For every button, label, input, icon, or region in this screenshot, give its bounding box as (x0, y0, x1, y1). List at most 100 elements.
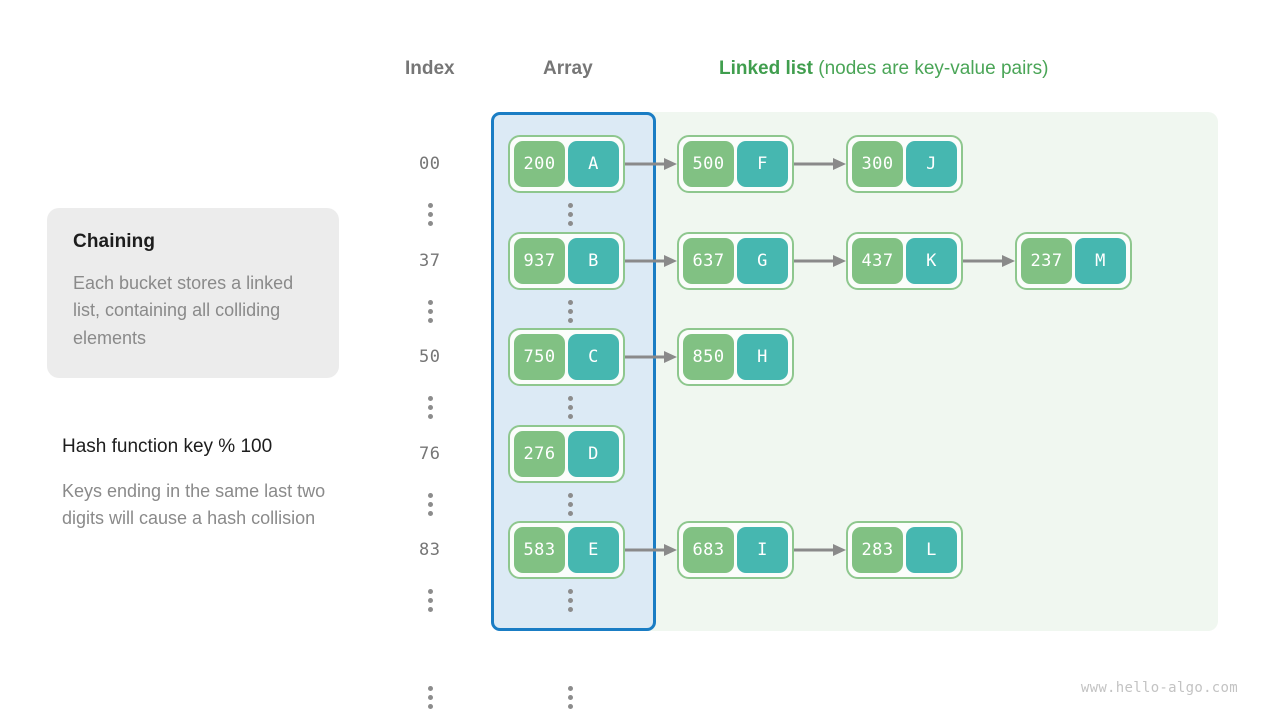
dot (568, 299, 573, 305)
next-pointer-arrow-icon (794, 232, 846, 290)
hash-function-block: Hash function key % 100 Keys ending in t… (47, 436, 339, 533)
node-key: 276 (514, 430, 565, 477)
index-ellipsis (428, 492, 433, 516)
node-value: E (568, 527, 619, 573)
dot (568, 396, 573, 401)
dot (568, 308, 573, 314)
node-key: 200 (514, 141, 565, 187)
dot (568, 703, 573, 709)
chaining-description: Each bucket stores a linked list, contai… (73, 272, 294, 348)
dot (428, 589, 433, 594)
dot (428, 492, 433, 498)
site-watermark: www.hello-algo.com (1080, 680, 1238, 696)
next-pointer-arrow-icon (625, 135, 677, 193)
linked-list-note: (nodes are key-value pairs) (812, 58, 1049, 79)
array-ellipsis (568, 396, 573, 419)
node-value: G (737, 237, 788, 284)
next-pointer-arrow-icon (625, 232, 677, 290)
array-ellipsis (568, 589, 573, 612)
node-value: H (737, 334, 788, 380)
node-key: 283 (852, 527, 903, 573)
dot (428, 203, 433, 208)
dot (428, 703, 433, 709)
explanation-panel: Chaining Each bucket stores a linked lis… (47, 208, 339, 532)
bucket-index-label: 76 (419, 443, 441, 464)
node-key: 237 (1021, 237, 1072, 284)
linked-list-label: Linked list (719, 58, 813, 79)
array-ellipsis (568, 299, 573, 323)
dot (568, 212, 573, 217)
column-header-index: Index (405, 58, 455, 79)
hash-function-description: Keys ending in the same last two digits … (62, 480, 326, 529)
dot (428, 501, 433, 507)
dot (568, 414, 573, 419)
chaining-title: Chaining (73, 231, 156, 252)
dot (568, 317, 573, 323)
hash-function-title: Hash function key % 100 (62, 435, 273, 457)
bucket-index-label: 00 (419, 154, 441, 174)
dot (428, 396, 433, 401)
array-ellipsis (568, 203, 573, 226)
dot (568, 501, 573, 507)
dot (428, 308, 433, 314)
dot (568, 203, 573, 208)
next-pointer-arrow-icon (625, 328, 677, 386)
dot (428, 598, 433, 603)
node-value: C (568, 334, 619, 380)
dot (568, 510, 573, 516)
index-ellipsis (428, 685, 433, 709)
index-ellipsis (428, 396, 433, 419)
dot (428, 405, 433, 410)
node-key: 300 (852, 141, 903, 187)
dot (568, 405, 573, 410)
node-value: I (737, 527, 788, 573)
dot (568, 685, 573, 691)
dot (568, 492, 573, 498)
next-pointer-arrow-icon (794, 521, 846, 579)
dot (428, 299, 433, 305)
node-value: D (568, 430, 619, 477)
node-key: 437 (852, 237, 903, 284)
dot (568, 221, 573, 226)
dot (568, 598, 573, 603)
node-key: 750 (514, 334, 565, 380)
node-value: A (568, 141, 619, 187)
dot (568, 607, 573, 612)
bucket-index-label: 37 (419, 250, 441, 271)
array-ellipsis (568, 492, 573, 516)
dot (428, 694, 433, 700)
index-ellipsis (428, 203, 433, 226)
node-key: 583 (514, 527, 565, 573)
dot (428, 212, 433, 217)
node-key: 500 (683, 141, 734, 187)
dot (428, 317, 433, 323)
bucket-index-label: 50 (419, 347, 441, 367)
node-value: M (1075, 237, 1126, 284)
index-ellipsis (428, 299, 433, 323)
array-ellipsis (568, 685, 573, 709)
node-key: 850 (683, 334, 734, 380)
next-pointer-arrow-icon (963, 232, 1015, 290)
dot (428, 510, 433, 516)
node-value: K (906, 237, 957, 284)
column-header-array: Array (543, 58, 593, 79)
index-ellipsis (428, 589, 433, 612)
bucket-index-label: 83 (419, 540, 441, 560)
